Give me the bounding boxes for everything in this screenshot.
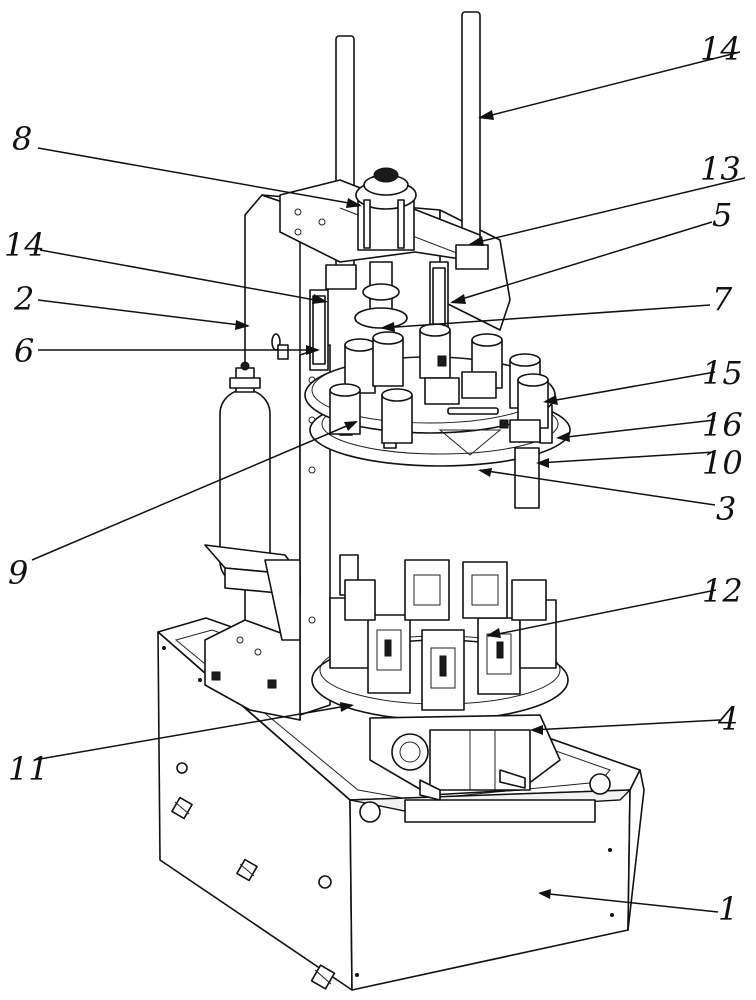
- callout-14-top: 14: [700, 30, 741, 68]
- gas-cylinder: [204, 361, 301, 641]
- upper-turntable: [304, 323, 571, 467]
- callout-7: 7: [712, 280, 733, 318]
- callout-1: 1: [718, 890, 738, 928]
- callout-2: 2: [13, 280, 34, 318]
- callout-6: 6: [14, 332, 34, 370]
- callout-12: 12: [702, 572, 743, 610]
- callout-5: 5: [712, 196, 732, 234]
- lower-turntable: [311, 447, 569, 801]
- callout-4: 4: [717, 700, 738, 738]
- callout-10: 10: [702, 444, 743, 482]
- leader-lines: [31, 51, 746, 913]
- callout-3: 3: [716, 490, 736, 528]
- callout-14-left: 14: [4, 226, 45, 264]
- callout-16: 16: [702, 406, 743, 444]
- callout-15: 15: [702, 354, 743, 392]
- top-bridge: [279, 167, 489, 290]
- callout-11: 11: [8, 750, 49, 788]
- callout-8: 8: [12, 120, 32, 158]
- callout-13: 13: [700, 150, 741, 188]
- callout-9: 9: [8, 554, 28, 592]
- callout-labels: 14 8 13 14 5 2 7 6 15 16 10 3 9 12 11 4 …: [4, 30, 743, 928]
